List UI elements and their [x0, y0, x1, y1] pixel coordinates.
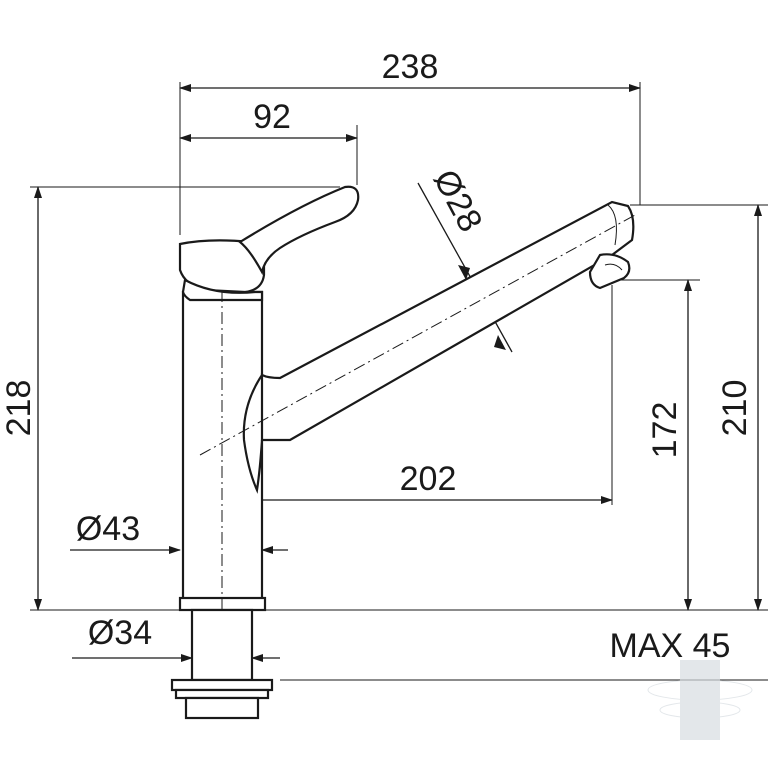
label-total-height: 218 [0, 380, 38, 437]
center-lines [199, 214, 636, 610]
label-spout-diameter: Ø28 [426, 164, 490, 239]
spout [260, 200, 635, 442]
spout-outlet [588, 253, 631, 290]
extension-lines [30, 82, 768, 681]
dimension-lines [34, 84, 762, 662]
label-max-thickness: MAX 45 [610, 627, 731, 665]
lever [238, 185, 360, 276]
faucet-body [170, 185, 635, 720]
label-spout-reach: 202 [400, 460, 457, 498]
label-lever-width: 92 [253, 98, 291, 136]
handle-neck [181, 278, 264, 302]
nut-mid [174, 688, 270, 700]
shank [190, 608, 254, 682]
label-overall-width: 238 [382, 48, 439, 86]
label-shank-diameter: Ø34 [88, 614, 152, 652]
label-spout-top-height: 210 [716, 380, 754, 437]
label-base-diameter: Ø43 [76, 510, 140, 548]
nut-bottom [184, 696, 260, 720]
label-outlet-height: 172 [646, 402, 684, 459]
nut-top [170, 678, 274, 692]
dimension-labels: 238 92 218 172 210 202 Ø43 Ø34 Ø28 MAX 4… [0, 48, 754, 665]
watermark-logo [647, 660, 753, 740]
